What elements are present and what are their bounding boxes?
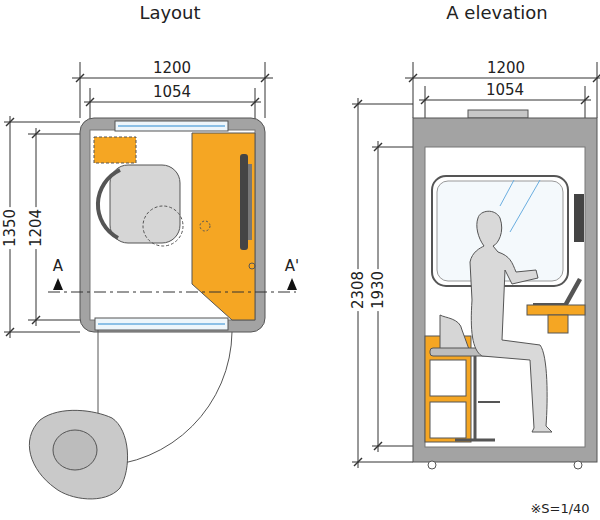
dimension-ticks — [6, 74, 600, 466]
dimension: 1200 — [485, 60, 527, 77]
dimension: 2308 — [350, 269, 367, 311]
booth-plan — [29, 118, 265, 499]
dimension: 1350 — [2, 207, 19, 249]
section-mark: A' — [283, 258, 301, 275]
dimension: 1930 — [370, 269, 387, 311]
dimension-lines — [4, 62, 600, 468]
booth-elevation — [413, 110, 597, 469]
section-line — [48, 278, 297, 292]
dimension: 1054 — [151, 84, 193, 101]
view-title: A elevation — [444, 3, 549, 23]
scale-note: ※S=1/40 — [528, 501, 591, 516]
dimension: 1054 — [484, 82, 526, 99]
section-mark: A — [51, 258, 65, 275]
dimension: 1200 — [151, 60, 193, 77]
view-title: Layout — [137, 3, 202, 23]
dimension: 1204 — [28, 207, 45, 249]
